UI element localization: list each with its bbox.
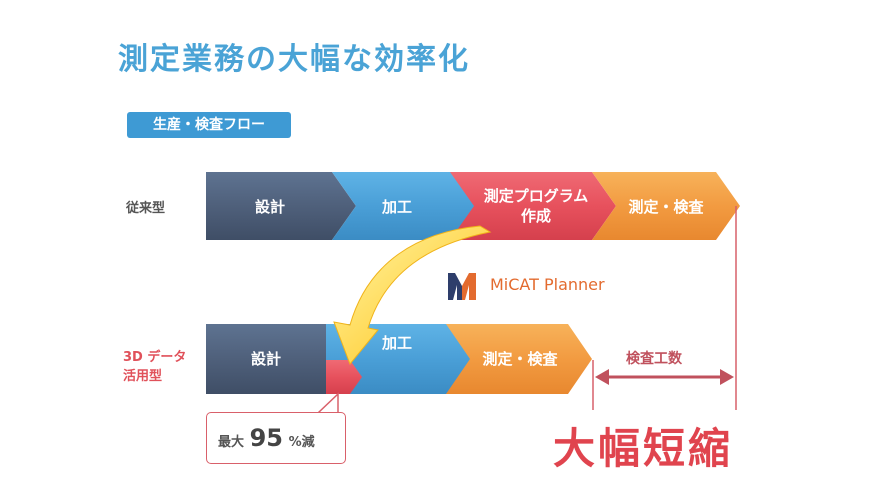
d3-step-inspection-label: 測定・検査 bbox=[482, 350, 558, 368]
conv-step-inspection bbox=[592, 172, 740, 240]
conv-step-design bbox=[206, 172, 356, 240]
reduction-prefix: 最大 bbox=[218, 435, 245, 450]
conv-step-program-label-2: 作成 bbox=[521, 207, 551, 225]
d3-step-inspection bbox=[446, 324, 592, 394]
inspection-effort-label: 検査工数 bbox=[626, 351, 682, 367]
reduction-arrow bbox=[333, 225, 492, 365]
row-label-3d-line2: 活用型 bbox=[123, 369, 163, 384]
inspection-span-arrow-left bbox=[595, 369, 609, 385]
flow-badge: 生産・検査フロー bbox=[127, 112, 291, 138]
conv-step-design-label: 設計 bbox=[255, 198, 285, 216]
reduction-suffix: %減 bbox=[288, 435, 315, 450]
conv-step-program bbox=[450, 172, 616, 240]
page-title: 測定業務の大幅な効率化 bbox=[118, 42, 470, 77]
row-label-conventional: 従来型 bbox=[126, 201, 166, 216]
conv-step-machining-label: 加工 bbox=[381, 198, 412, 216]
reduction-text: 最大 95 %減 bbox=[218, 424, 315, 452]
d3-step-machining-label: 加工 bbox=[381, 334, 412, 352]
callout-pointer bbox=[316, 392, 339, 414]
d3-step-design-label: 設計 bbox=[251, 350, 281, 368]
d3-step-design bbox=[206, 324, 326, 394]
conv-step-program-label-1: 測定プログラム bbox=[484, 187, 589, 205]
micat-m-logo-icon bbox=[446, 270, 478, 302]
reduction-value: 95 bbox=[249, 424, 283, 452]
inspection-span-arrow-right bbox=[720, 369, 734, 385]
d3-program-remnant bbox=[326, 360, 362, 394]
result-headline: 大幅短縮 bbox=[553, 424, 734, 473]
conv-step-inspection-label: 測定・検査 bbox=[628, 198, 704, 216]
row-label-3d-line1: 3D データ bbox=[123, 350, 187, 365]
product-name: MiCAT Planner bbox=[490, 275, 605, 294]
row-label-3d: 3D データ 活用型 bbox=[123, 348, 186, 386]
reduction-callout bbox=[206, 412, 346, 464]
conv-step-machining bbox=[332, 172, 480, 240]
